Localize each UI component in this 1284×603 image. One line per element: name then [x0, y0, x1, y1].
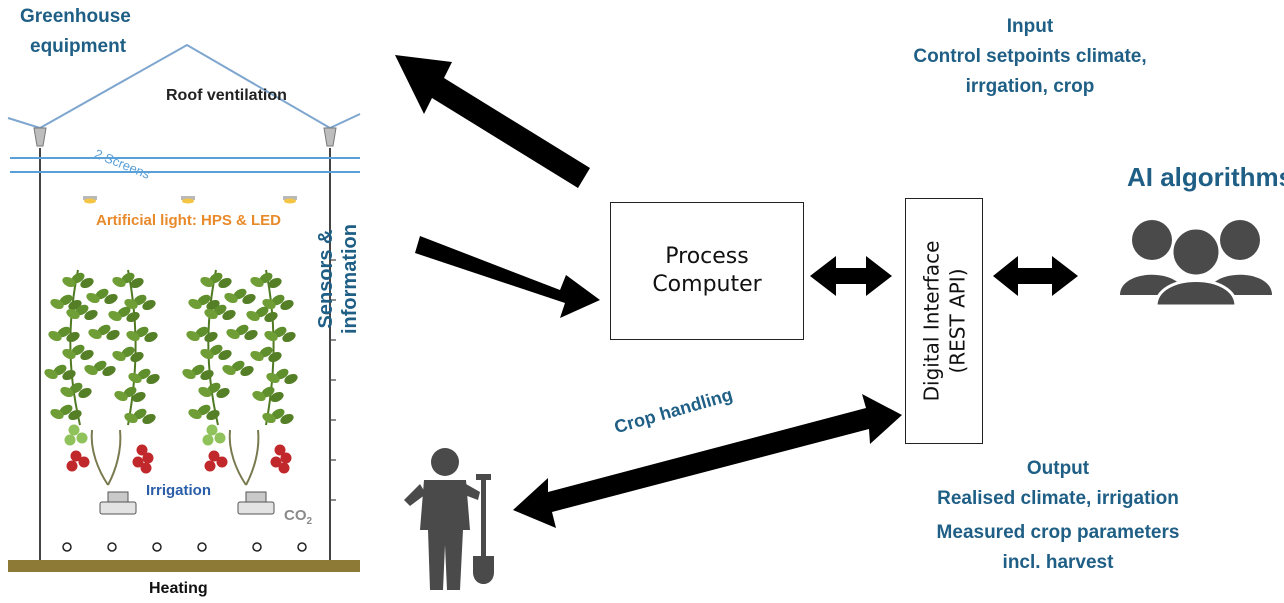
sensors-line2: information	[339, 224, 361, 334]
red-tomato	[70, 450, 82, 462]
leaf-cluster	[60, 342, 96, 363]
greenhouse-title-line2: equipment	[30, 36, 127, 57]
red-tomato	[140, 462, 152, 474]
leaf-cluster	[110, 344, 146, 365]
worker-icon	[404, 448, 494, 590]
red-tomato	[204, 460, 216, 472]
leaf-cluster	[84, 286, 120, 307]
roof-vent-left	[33, 127, 47, 147]
leaf-cluster	[224, 322, 260, 343]
output-line3: incl. harvest	[1002, 552, 1114, 573]
artificial-light-label: Artificial light: HPS & LED	[96, 212, 282, 229]
co2-text: CO	[284, 507, 307, 524]
irrigation-pot-icon	[99, 491, 137, 515]
red-tomato	[132, 456, 144, 468]
ai-algorithms-label: AI algorithms	[1127, 162, 1284, 192]
output-line2: Measured crop parameters	[936, 522, 1180, 543]
green-tomato	[68, 424, 80, 436]
arrow-crop-handling	[513, 394, 902, 528]
roof-ventilation-label: Roof ventilation	[166, 87, 287, 104]
digital-interface-line2: (REST API)	[945, 268, 970, 374]
digital-interface-text: Digital Interface (REST API)	[918, 241, 970, 402]
heating-pipes	[62, 542, 307, 552]
digital-interface-box: Digital Interface (REST API)	[905, 198, 983, 444]
input-title: Input	[1006, 16, 1054, 37]
green-tomato	[76, 432, 88, 444]
leaf-cluster	[198, 342, 234, 363]
green-tomato	[64, 434, 76, 446]
leaf-cluster	[46, 324, 82, 345]
green-tomato	[202, 434, 214, 446]
leaf-cluster	[264, 366, 300, 387]
greenhouse-title-line1: Greenhouse	[20, 6, 131, 27]
tomato-plants	[42, 269, 300, 515]
leaf-cluster	[184, 324, 220, 345]
leaf-cluster	[110, 270, 146, 291]
roof-outline	[7, 43, 361, 130]
red-tomato	[280, 452, 292, 464]
co2-subscript: 2	[306, 516, 313, 527]
sensors-line1: Sensors &	[315, 229, 337, 329]
output-title: Output	[1026, 458, 1090, 479]
heating-label: Heating	[149, 580, 208, 597]
leaf-cluster	[82, 358, 118, 379]
leaf-cluster	[248, 270, 284, 291]
leaf-cluster	[198, 270, 234, 291]
leaf-cluster	[58, 380, 94, 401]
arrows	[395, 55, 1078, 528]
red-tomato	[136, 444, 148, 456]
input-line1: Control setpoints climate,	[913, 46, 1147, 67]
sensors-information-label: Sensors & information	[314, 219, 362, 339]
co2-label: CO2	[284, 507, 312, 527]
leaf-cluster	[124, 324, 160, 345]
people-icon	[1120, 220, 1272, 308]
leaf-cluster	[248, 344, 284, 365]
process-computer-line2: Computer	[652, 272, 762, 297]
leaf-cluster	[262, 324, 298, 345]
leaf-cluster	[60, 270, 96, 291]
roof-vent-right	[323, 127, 337, 147]
leaf-cluster	[126, 366, 162, 387]
arrow-computer-interface	[810, 256, 892, 296]
process-computer-box: Process Computer	[610, 202, 804, 340]
leaf-cluster	[196, 380, 232, 401]
red-tomato	[216, 456, 228, 468]
leaf-cluster	[222, 286, 258, 307]
leaf-cluster	[220, 358, 256, 379]
irrigation-pot-icon	[237, 491, 275, 515]
arrow-interface-ai	[993, 256, 1078, 296]
lamp-icon	[181, 196, 195, 204]
red-tomato	[278, 462, 290, 474]
red-tomato	[270, 456, 282, 468]
lamp-icon	[83, 196, 97, 204]
process-computer-line1: Process	[665, 244, 749, 269]
arrow-sensors-to-computer	[415, 236, 600, 318]
green-tomato	[206, 424, 218, 436]
leaf-cluster	[250, 384, 286, 405]
arrow-to-equipment	[395, 55, 590, 188]
lamp-icon	[283, 196, 297, 204]
red-tomato	[208, 450, 220, 462]
output-line1: Realised climate, irrigation	[937, 488, 1179, 509]
red-tomato	[274, 444, 286, 456]
red-tomato	[142, 452, 154, 464]
input-line2: irrgation, crop	[965, 76, 1095, 97]
red-tomato	[66, 460, 78, 472]
leaf-cluster	[112, 384, 148, 405]
leaf-cluster	[86, 322, 122, 343]
digital-interface-line1: Digital Interface	[919, 240, 944, 402]
floor-heating-bar	[8, 560, 360, 572]
green-tomato	[214, 432, 226, 444]
greenhouse-frame	[7, 43, 361, 572]
red-tomato	[78, 456, 90, 468]
input-label: Input Control setpoints climate, irrgati…	[880, 12, 1180, 102]
output-label: Output Realised climate, irrigation Meas…	[908, 454, 1208, 578]
irrigation-label: Irrigation	[146, 482, 212, 499]
